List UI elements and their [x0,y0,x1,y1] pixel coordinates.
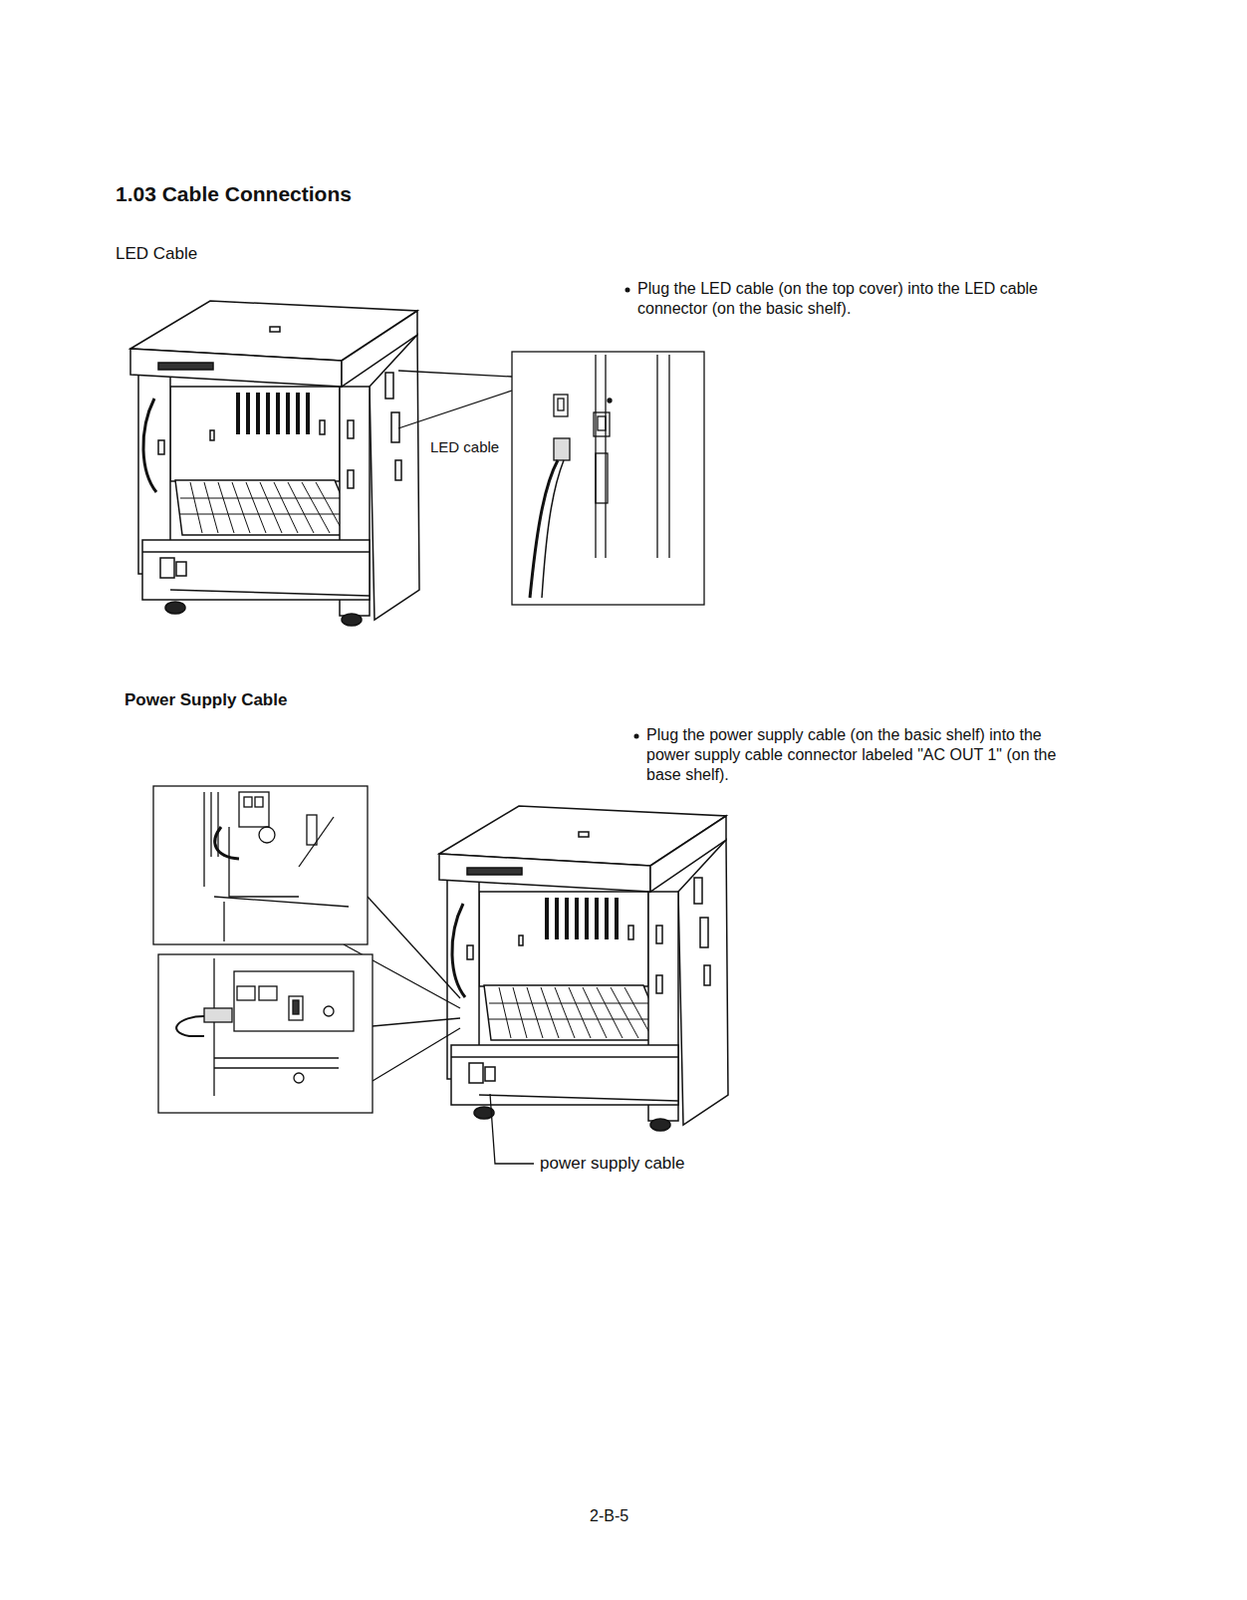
instruction-text: Plug the power supply cable (on the basi… [646,725,1065,785]
pbx-unit [439,805,729,1131]
power-zoom [153,785,461,1113]
bullet [634,734,640,740]
pbx-unit [130,300,420,626]
led-zoom [398,351,705,605]
page-number: 2-B-5 [589,1505,629,1526]
callout-label: power supply cable [539,1152,686,1174]
subheading: LED Cable [115,243,198,264]
bullet [625,287,631,293]
section-title: 1.03 Cable Connections [115,181,352,208]
leader-line [490,1093,534,1164]
callout-label: LED cable [428,438,501,458]
subheading: Power Supply Cable [124,689,287,711]
instruction-text: Plug the LED cable (on the top cover) in… [637,278,1056,319]
